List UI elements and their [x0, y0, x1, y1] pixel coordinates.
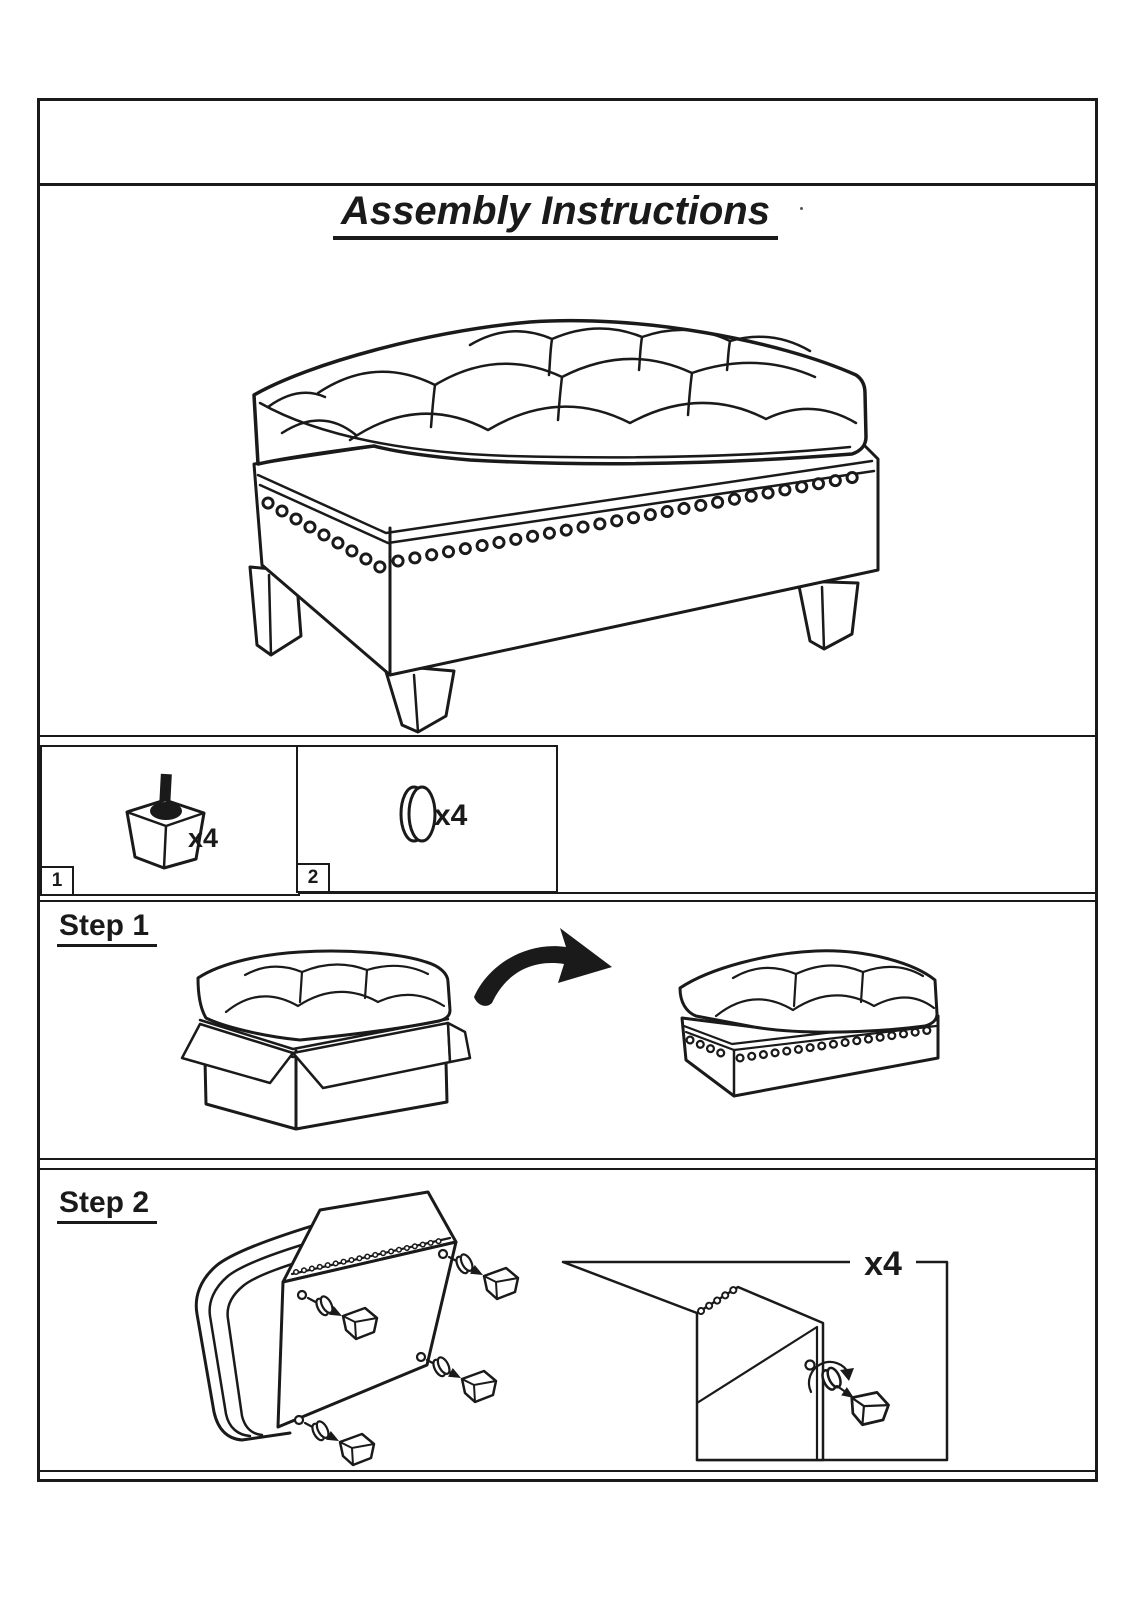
- washer-quantity-label: x4: [434, 799, 468, 832]
- leg-attachment-illustration: x4: [194, 1190, 949, 1467]
- part-box-washer: x4 2: [296, 745, 558, 893]
- washer-part-icon: [399, 785, 437, 843]
- nailhead-trim: [685, 1025, 935, 1063]
- step2-top-divider: [40, 1168, 1095, 1170]
- leg-part-icon: [125, 773, 206, 870]
- step1-top-divider: [40, 900, 1095, 902]
- ottoman-base: [252, 443, 880, 677]
- screw-holes: [293, 1248, 449, 1426]
- step2-heading: Step 2: [57, 1186, 158, 1224]
- part-number-badge-1: 1: [40, 866, 74, 896]
- main-section-divider: [40, 735, 1095, 737]
- part-number-1: 1: [51, 870, 63, 891]
- step1-heading: Step 1: [57, 909, 158, 947]
- header-divider: [40, 183, 1095, 186]
- assembled-base: [680, 1014, 940, 1098]
- scan-speck: [800, 207, 803, 210]
- screw-hole: [804, 1359, 816, 1371]
- tuft-pattern: [266, 327, 858, 442]
- flipped-ottoman: [194, 1190, 520, 1467]
- cardboard-box: [180, 1017, 472, 1131]
- rotation-arrow-icon: [807, 1360, 854, 1394]
- step1-bottom-divider: [40, 1158, 1095, 1160]
- nailhead-trim: [261, 468, 873, 574]
- part-number-2: 2: [307, 867, 319, 888]
- boxed-cushion: [196, 949, 452, 1042]
- step2-bottom-divider: [40, 1470, 1095, 1472]
- page-title-text: Assembly Instructions: [332, 189, 778, 240]
- ottoman-in-box-illustration: [180, 949, 472, 1131]
- detail-quantity-label: x4: [864, 1245, 902, 1283]
- leg-attachment-detail-callout: x4: [561, 1244, 949, 1462]
- assembled-cushion: [678, 949, 939, 1034]
- part-box-leg: x4 1: [40, 745, 300, 896]
- page-title: Assembly Instructions: [40, 189, 1095, 240]
- box-flap-back: [446, 1021, 472, 1064]
- ottoman-legs: [248, 565, 860, 734]
- box-flap-left: [180, 1022, 295, 1085]
- magnified-corner: [695, 1285, 825, 1462]
- assembled-ottoman-illustration: [678, 949, 940, 1098]
- detail-leg: [846, 1387, 892, 1430]
- curved-arrow-icon: [474, 928, 612, 1006]
- page-frame: Assembly Instructions: [37, 98, 1098, 1482]
- flipped-cushion-slabs: [194, 1220, 341, 1442]
- tufted-cushion: [252, 318, 868, 466]
- part-number-badge-2: 2: [296, 863, 330, 893]
- parts-row-divider: [40, 892, 1095, 894]
- main-ottoman-illustration: [248, 318, 880, 734]
- nailhead-trim: [697, 1285, 739, 1315]
- leg-quantity-label: x4: [188, 823, 219, 853]
